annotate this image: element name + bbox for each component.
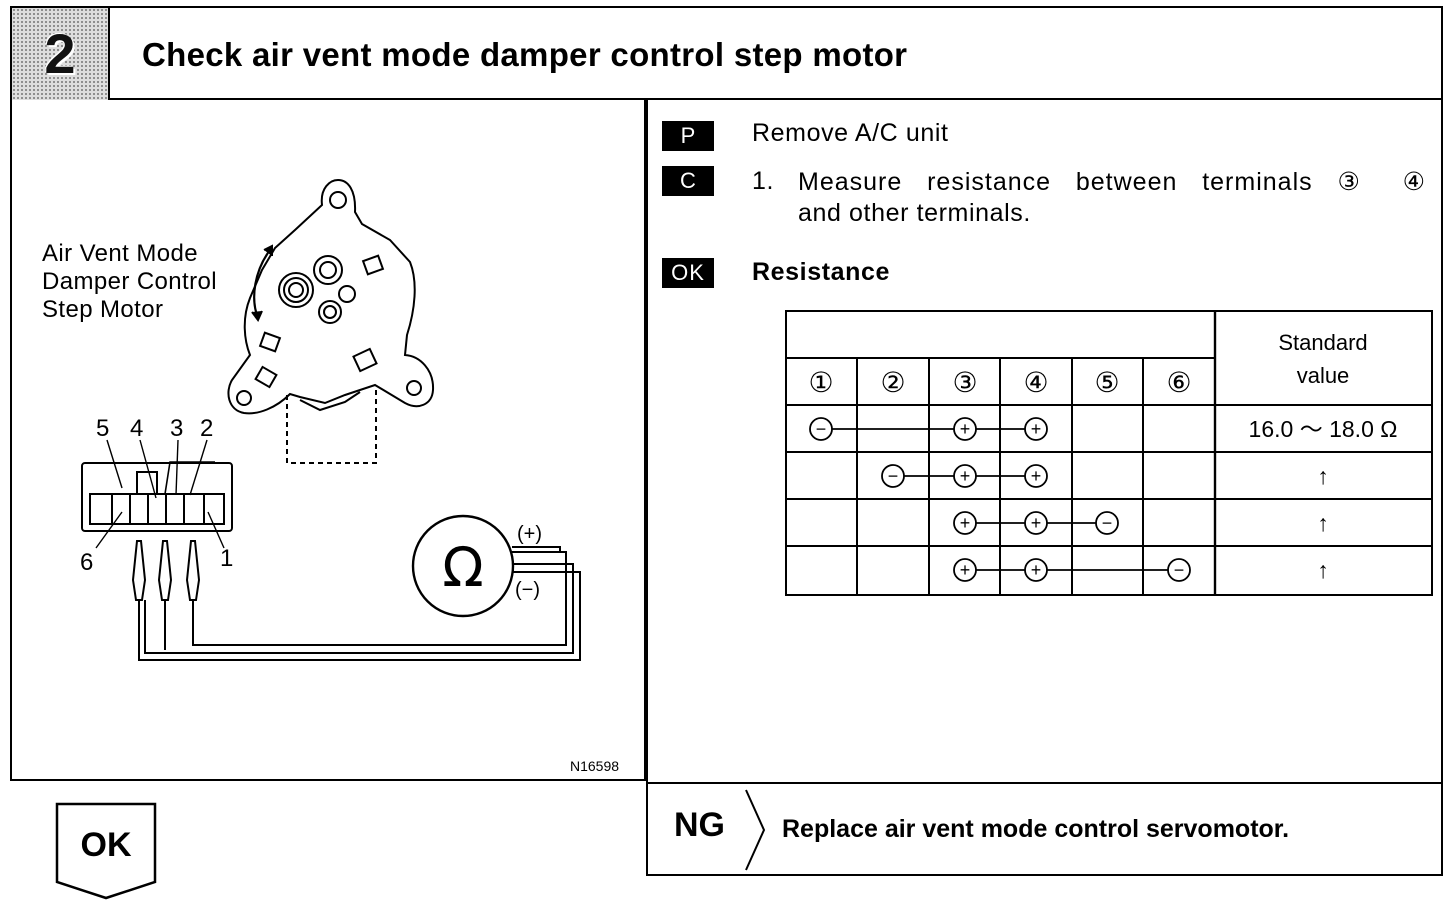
ok-tag: OK <box>662 258 714 288</box>
step-number-box: 2 <box>12 8 110 100</box>
probe-sign: + <box>960 466 971 486</box>
terminal-header: ① <box>808 367 833 398</box>
standard-value-header: Standard <box>1278 330 1367 355</box>
pin-number: 1 <box>220 545 233 572</box>
standard-value: ↑ <box>1317 463 1329 489</box>
probe-sign: + <box>960 513 971 533</box>
pin-number: 6 <box>80 549 93 576</box>
positive-probe-marker <box>953 417 977 441</box>
pin-number: 5 <box>96 415 109 442</box>
component-label-line: Damper Control <box>42 268 217 295</box>
terminal-header: ⑤ <box>1094 367 1119 398</box>
positive-probe-marker <box>953 464 977 488</box>
component-label: Air Vent Mode Damper Control Step Motor <box>42 240 217 324</box>
meter-minus-label: (−) <box>515 579 540 601</box>
negative-probe-marker <box>881 464 905 488</box>
step-motor-diagram: Ω (+) (−) 5 4 3 2 6 1 <box>80 178 581 661</box>
terminal-header: ⑥ <box>1166 367 1191 398</box>
check-tag-c: C <box>662 166 714 196</box>
ok-arrow-box <box>55 802 157 900</box>
illustration-panel <box>10 100 646 781</box>
negative-probe-marker <box>1095 511 1119 535</box>
resistance-table-grid: ① ② ③ ④ ⑤ ⑥ − + +16.0 ～ 18.0 Ω − + + ↑ + + − ↑ + + − ↑ Stand… <box>785 310 1433 596</box>
standard-value-header: value <box>1297 363 1350 388</box>
pin-number: 3 <box>170 415 183 442</box>
probe-sign: + <box>1031 560 1042 580</box>
probe-sign: − <box>1174 560 1185 580</box>
probe-sign: + <box>1031 513 1042 533</box>
pin-number: 2 <box>200 415 213 442</box>
check-text-line2: and other terminals. <box>798 199 1031 227</box>
probe-sign: − <box>1102 513 1113 533</box>
ohm-symbol: Ω <box>442 536 483 599</box>
positive-probe-marker <box>1024 558 1048 582</box>
step-header: 2 Check air vent mode damper control ste… <box>10 6 1443 100</box>
positive-probe-marker <box>953 511 977 535</box>
probe-sign: + <box>1031 419 1042 439</box>
probe-sign: − <box>888 466 899 486</box>
ng-action: Replace air vent mode control servomotor… <box>782 815 1290 843</box>
figure-id: N16598 <box>570 758 620 774</box>
ng-chevron <box>745 789 766 871</box>
ng-label: NG <box>674 806 725 844</box>
pin-number: 4 <box>130 415 143 442</box>
resistance-heading: Resistance <box>752 258 891 286</box>
procedure-p-text: Remove A/C unit <box>752 119 949 147</box>
standard-value: ↑ <box>1317 557 1329 583</box>
ok-label: OK <box>80 826 132 864</box>
positive-probe-marker <box>953 558 977 582</box>
component-label-line: Step Motor <box>42 296 164 323</box>
probe-sign: − <box>816 419 827 439</box>
procedure-panel <box>646 100 1443 876</box>
negative-probe-marker <box>809 417 833 441</box>
step-number: 2 <box>44 22 76 85</box>
resistance-table: ① ② ③ ④ ⑤ ⑥ − + +16.0 ～ 18.0 Ω − + + ↑ + + − ↑ + + − ↑ Stand… <box>785 310 1433 596</box>
check-step-number: 1. <box>752 167 775 195</box>
divider <box>646 782 1443 784</box>
standard-value: ↑ <box>1317 510 1329 536</box>
negative-probe-marker <box>1167 558 1191 582</box>
procedure-tag-p: P <box>662 121 714 151</box>
step-title: Check air vent mode damper control step … <box>142 36 908 73</box>
terminal-header: ② <box>880 367 905 398</box>
component-label-line: Air Vent Mode <box>42 240 198 267</box>
terminal-header: ④ <box>1023 367 1048 398</box>
probe-sign: + <box>960 560 971 580</box>
terminal-header: ③ <box>952 367 977 398</box>
probe-sign: + <box>1031 466 1042 486</box>
positive-probe-marker <box>1024 417 1048 441</box>
standard-value: 16.0 ～ 18.0 Ω <box>1249 416 1398 442</box>
probe-sign: + <box>960 419 971 439</box>
positive-probe-marker <box>1024 464 1048 488</box>
check-text-line1: Measure resistance between terminals ③ ④ <box>798 168 1426 196</box>
meter-plus-label: (+) <box>517 523 542 545</box>
positive-probe-marker <box>1024 511 1048 535</box>
ok-result-box: OK <box>55 802 159 907</box>
